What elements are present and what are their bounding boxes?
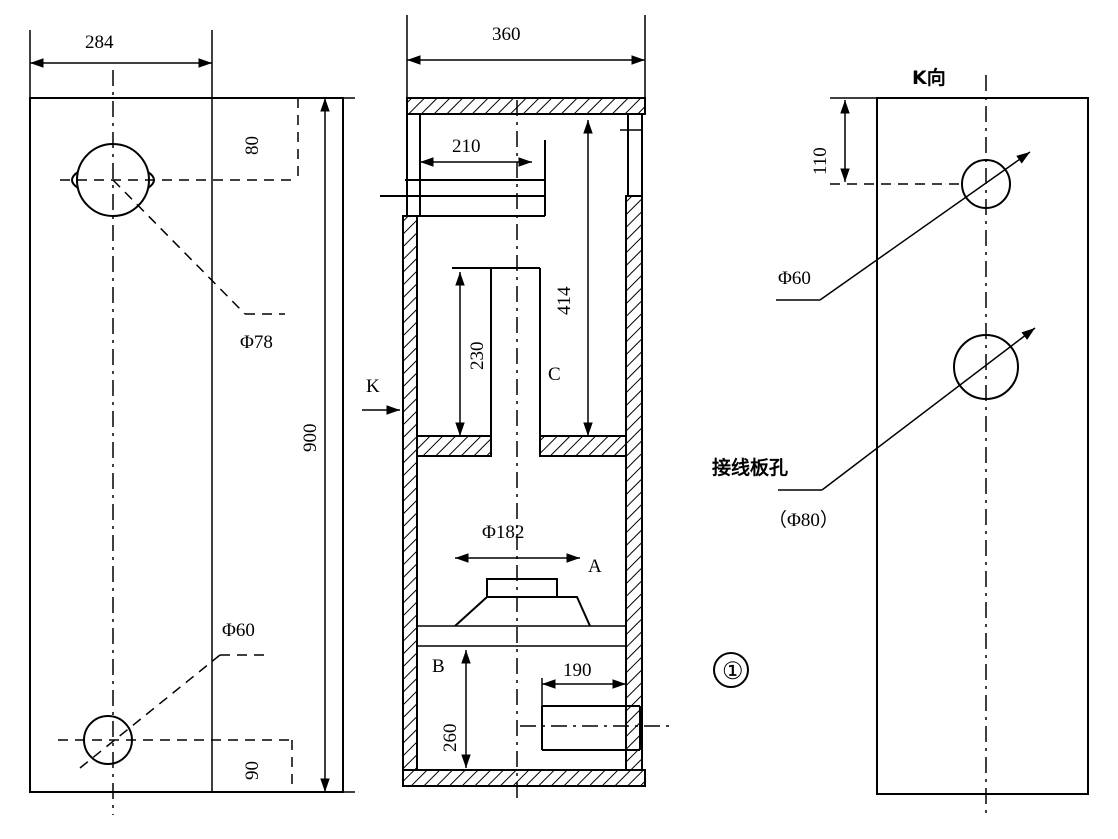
left-front-view: 284 80 Φ78 900 90 Φ60 [29,30,355,815]
top-wall [406,97,646,115]
width-dim-360: 360 [492,24,521,45]
width-dim-284: 284 [85,32,114,53]
bottom-port-hole [83,715,133,765]
label-phi60-right: Φ60 [778,268,811,289]
right-wall [625,195,643,771]
left-wall [402,215,418,771]
k-view-title: K向 [912,66,946,89]
label-k: K [366,376,380,397]
label-terminal-board-hole: 接线板孔 [712,456,788,479]
top-offset-dim-80: 80 [242,136,263,155]
driver-cone [454,596,591,627]
bottom-offset-dim-90: 90 [242,761,263,780]
mid-shelf-right [539,435,627,457]
driver-dia-phi182: Φ182 [482,522,524,543]
top-offset-dim-110: 110 [810,147,831,175]
left-panel-outline [29,97,344,793]
label-phi60-left: Φ60 [222,620,255,641]
label-b: B [432,656,445,677]
section-view: 360 210 414 230 C K Φ182 A B 190 [362,15,672,800]
tube-dim-190: 190 [563,660,592,681]
right-panel-outline [876,97,1089,795]
svg-text:①: ① [722,659,744,685]
height-dim-900: 900 [300,424,321,453]
terminal-board-hole [953,334,1019,400]
label-phi78: Φ78 [240,332,273,353]
bottom-wall [402,769,646,787]
mid-shelf-left [416,435,492,457]
label-phi80: （Φ80） [768,509,839,531]
duct-dim-230: 230 [467,342,488,371]
driver-baffle [416,625,627,647]
tube-dim-210: 210 [452,136,481,157]
label-c: C [548,364,561,385]
driver-magnet [486,578,558,598]
bottom-dim-260: 260 [440,724,461,753]
k-direction-view: K向 110 Φ60 接线板孔 （Φ80） [712,66,1089,818]
chamber-dim-414: 414 [554,286,575,315]
figure-number: ① [713,652,749,688]
upper-port-hole [961,159,1011,209]
label-a: A [588,556,602,577]
